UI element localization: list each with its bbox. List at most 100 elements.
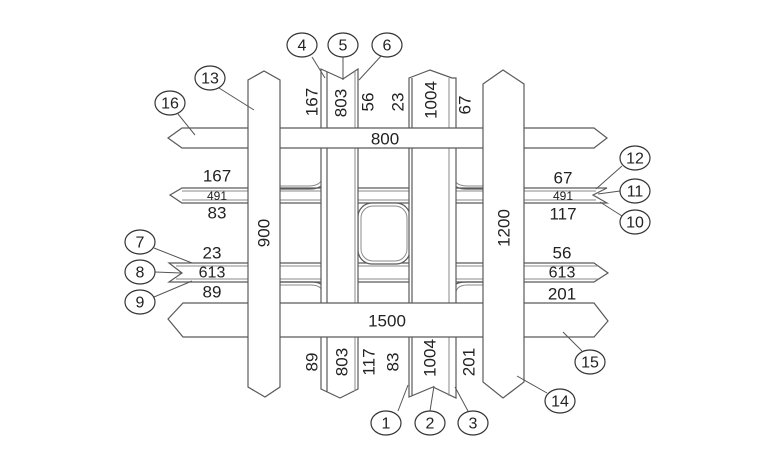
- callout-4-number: 4: [298, 38, 307, 55]
- callout-5: 5: [327, 32, 359, 58]
- callout-12-bubble: [619, 145, 651, 171]
- label-803-top: 803: [332, 89, 351, 117]
- leader-11: [597, 190, 621, 195]
- callout-12-number: 12: [626, 151, 644, 168]
- label-613-right: 613: [549, 265, 576, 282]
- callout-1-number: 1: [382, 416, 391, 433]
- callout-15-bubble: [574, 349, 606, 375]
- leader-6: [358, 54, 383, 81]
- leader-1: [397, 384, 409, 412]
- label-613-right-top-offset: 56: [553, 244, 572, 263]
- leader-3: [454, 386, 469, 412]
- callout-1-bubble: [370, 410, 402, 436]
- callout-3-number: 3: [469, 416, 478, 433]
- leader-2: [429, 385, 435, 412]
- bar-900: [247, 70, 281, 398]
- callout-6-number: 6: [383, 38, 392, 55]
- callout-8-bubble: [124, 259, 156, 285]
- label-1004-bottom-right-offset: 201: [460, 348, 479, 376]
- callout-2: 2: [414, 410, 446, 436]
- callout-11-number: 11: [627, 184, 644, 201]
- callout-13-bubble: [194, 65, 226, 91]
- callout-15-number: 15: [581, 355, 599, 372]
- leader-8: [154, 271, 182, 274]
- fillet-bottom-left-inner: [280, 284, 325, 303]
- callout-4: 4: [286, 32, 318, 58]
- callout-4-bubble: [286, 32, 318, 58]
- label-1500: 1500: [368, 312, 406, 331]
- leader-14: [516, 375, 548, 394]
- label-613-right-bottom-offset: 201: [548, 285, 576, 304]
- bar-1200: [482, 69, 525, 399]
- label-491-left-bottom-offset: 83: [208, 204, 227, 223]
- callout-5-number: 5: [339, 38, 348, 55]
- label-491-right-bottom-offset: 117: [549, 205, 576, 224]
- leader-12: [595, 165, 623, 190]
- fillet-top-right-inner: [451, 148, 483, 187]
- callout-6-bubble: [371, 32, 403, 58]
- label-491-right-top-offset: 67: [554, 169, 573, 188]
- callout-10: 10: [619, 209, 651, 235]
- callout-11-bubble: [619, 178, 651, 204]
- callout-8-number: 8: [136, 265, 145, 282]
- callout-16-number: 16: [161, 96, 179, 113]
- fillet-top-left-inner: [280, 148, 325, 187]
- callout-16: 16: [154, 90, 186, 116]
- callout-12: 12: [619, 145, 651, 171]
- callout-8: 8: [124, 259, 156, 285]
- callout-13-number: 13: [201, 71, 219, 88]
- callout-1: 1: [370, 410, 402, 436]
- label-1004-top-right-offset: 67: [456, 96, 475, 115]
- label-613-left: 613: [199, 265, 226, 282]
- callout-10-number: 10: [626, 215, 644, 232]
- callout-7-number: 7: [136, 235, 145, 252]
- label-491-left-top-offset: 167: [203, 167, 231, 186]
- bar-613: [167, 262, 610, 283]
- label-900: 900: [255, 219, 274, 247]
- label-803-bottom-right-offset: 117: [360, 348, 379, 375]
- center-rounded-opening-inner: [360, 205, 408, 262]
- callout-7-bubble: [124, 229, 156, 255]
- label-803-top-left-offset: 167: [303, 88, 322, 116]
- callout-3-bubble: [457, 410, 489, 436]
- center-rounded-opening: [357, 202, 411, 265]
- leader-13: [218, 87, 255, 111]
- callout-10-bubble: [619, 209, 651, 235]
- leader-10: [599, 201, 623, 217]
- callout-3: 3: [457, 410, 489, 436]
- label-800: 800: [371, 130, 399, 149]
- label-613-left-top-offset: 23: [203, 244, 222, 263]
- label-1004-bottom-left-offset: 83: [384, 353, 403, 372]
- label-803-bottom: 803: [333, 348, 352, 376]
- leader-7: [153, 247, 193, 264]
- leader-16: [177, 113, 196, 136]
- bar-491-outline: [168, 187, 610, 204]
- leader-lines: [153, 54, 623, 412]
- callout-14-bubble: [544, 388, 576, 414]
- callout-7: 7: [124, 229, 156, 255]
- callout-2-number: 2: [426, 416, 435, 433]
- label-491-left: 491: [207, 189, 227, 203]
- bar-491: [168, 187, 610, 204]
- label-491-right: 491: [553, 189, 573, 203]
- callout-2-bubble: [414, 410, 446, 436]
- callout-16-bubble: [154, 90, 186, 116]
- callout-9-bubble: [124, 289, 156, 315]
- callout-9: 9: [124, 289, 156, 315]
- label-1004-top-left-offset: 23: [389, 93, 408, 112]
- leader-4: [311, 56, 326, 79]
- fillet-bottom-right-inner: [454, 284, 483, 303]
- leader-9: [153, 280, 193, 298]
- leader-15: [562, 331, 583, 352]
- label-1004-bottom: 1004: [421, 339, 440, 377]
- label-613-left-bottom-offset: 89: [203, 283, 222, 302]
- callout-14: 14: [544, 388, 576, 414]
- label-1200: 1200: [495, 209, 514, 247]
- callout-9-number: 9: [136, 295, 145, 312]
- label-803-bottom-left-offset: 89: [303, 353, 322, 372]
- label-803-top-right-offset: 56: [359, 93, 378, 112]
- callout-15: 15: [574, 349, 606, 375]
- callout-11: 11: [619, 178, 651, 204]
- callout-5-bubble: [327, 32, 359, 58]
